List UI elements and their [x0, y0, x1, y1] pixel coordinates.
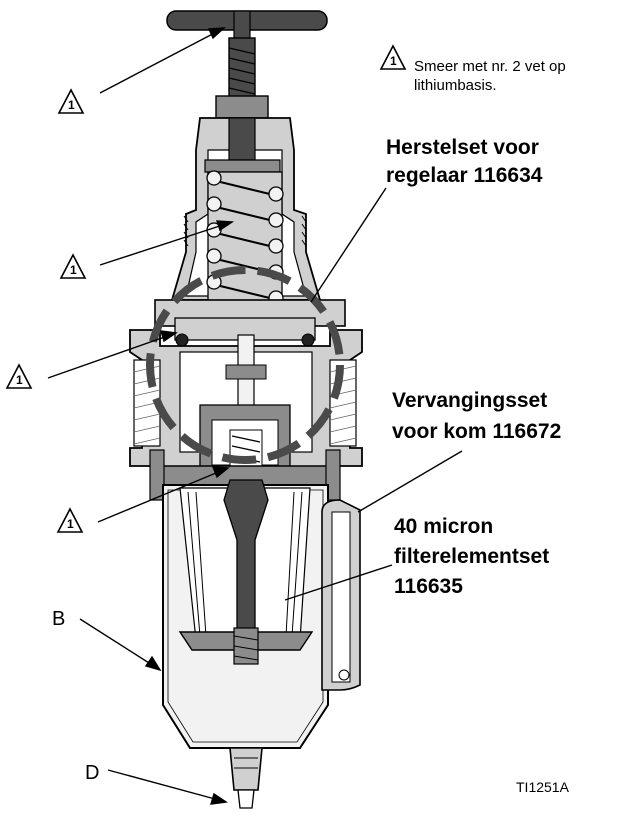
bowl-kit-label-line-1: Vervangingsset — [392, 389, 547, 412]
leader-lines — [47, 27, 463, 805]
warning-triangle-3: 1 — [6, 364, 32, 389]
regulator-body — [129, 299, 363, 501]
label-b: B — [52, 608, 65, 630]
svg-text:1: 1 — [70, 263, 77, 277]
filter-kit-label-line-3: 116635 — [394, 575, 463, 598]
svg-text:1: 1 — [67, 517, 74, 531]
note-line-2: lithiumbasis. — [414, 77, 497, 94]
warning-triangle-2: 1 — [60, 254, 86, 279]
warning-triangle-4: 1 — [57, 508, 83, 533]
note-symbol: 1 — [380, 45, 406, 70]
filter-element — [178, 479, 314, 665]
svg-text:1: 1 — [390, 54, 397, 68]
bowl-kit-label-line-2: voor kom 116672 — [392, 420, 561, 443]
t-handle — [166, 10, 328, 46]
svg-text:1: 1 — [68, 98, 75, 112]
svg-text:1: 1 — [16, 373, 23, 387]
warning-triangle-1: 1 — [58, 89, 84, 114]
regulator-kit-label-line-1: Herstelset voor — [386, 136, 539, 159]
filter-kit-label-line-1: 40 micron — [394, 515, 493, 538]
regulator-kit-label-line-2: regelaar 116634 — [386, 164, 543, 187]
regulator-kit-circle — [146, 266, 344, 464]
label-d: D — [85, 762, 99, 784]
note-line-1: Smeer met nr. 2 vet op — [414, 58, 566, 75]
figure-id: TI1251A — [516, 779, 570, 795]
regulator-spring — [206, 170, 284, 321]
filter-kit-label-line-2: filterelementset — [394, 545, 549, 568]
